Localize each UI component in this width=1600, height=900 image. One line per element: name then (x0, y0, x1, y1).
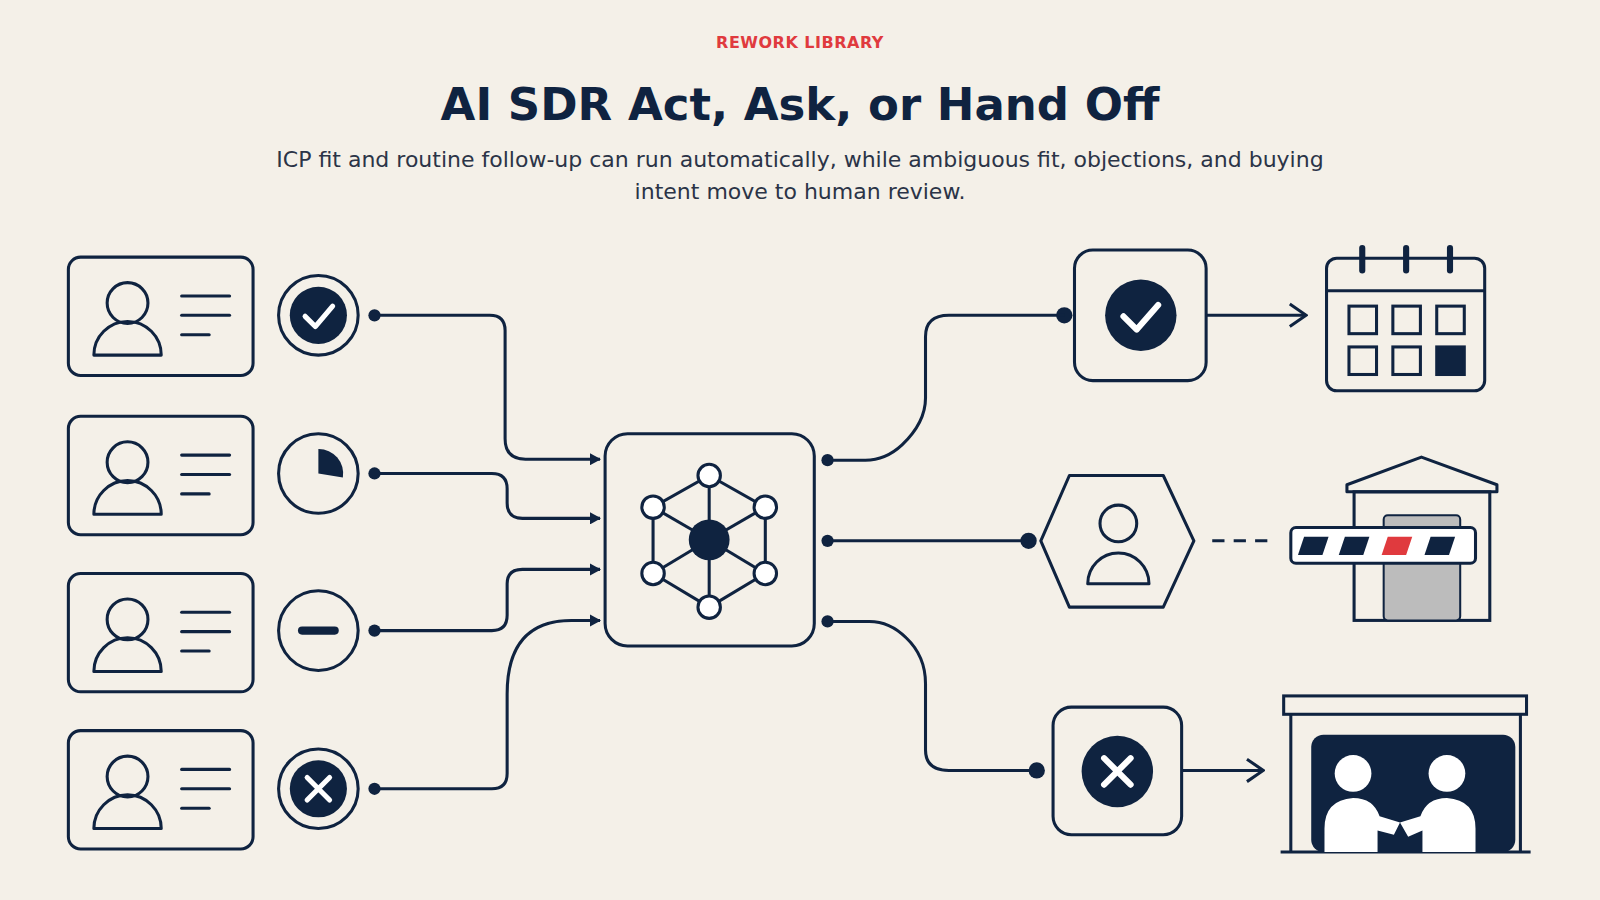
act-approve-box (1074, 250, 1206, 381)
diagram-caption: ICP fit and routine follow-up can run au… (260, 144, 1340, 208)
diagram-title: AI SDR Act, Ask, or Hand Off (0, 78, 1600, 131)
pending-clock-icon (279, 434, 359, 514)
reject-x-icon (279, 749, 359, 829)
lead-card (68, 257, 253, 375)
input-wires (374, 315, 600, 788)
gate-barrier-icon (1291, 457, 1497, 620)
human-review-hexagon (1041, 476, 1194, 608)
lead-card (68, 731, 253, 849)
handshake-office-icon (1281, 696, 1531, 852)
wire-dots (368, 307, 1072, 795)
fit-check-icon (279, 276, 359, 356)
lead-card (68, 416, 253, 534)
calendar-icon (1327, 248, 1485, 391)
output-wires (828, 315, 1307, 770)
lead-card (68, 573, 253, 691)
eyebrow-label: REWORK LIBRARY (0, 33, 1600, 52)
ai-hub (605, 434, 814, 646)
neutral-minus-icon (279, 591, 359, 671)
handoff-x-box (1053, 707, 1182, 835)
